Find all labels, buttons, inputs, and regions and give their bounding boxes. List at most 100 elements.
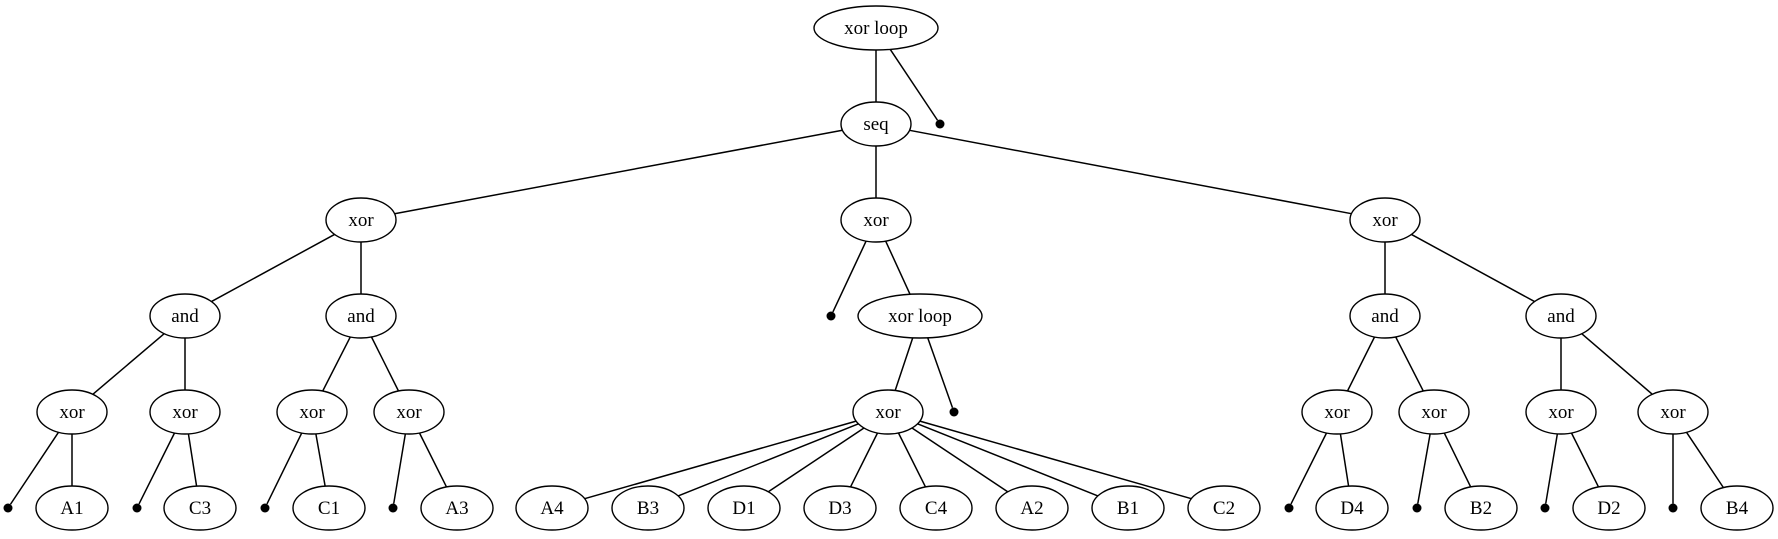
silent-step-dot (1284, 503, 1294, 513)
node-ellipse (840, 101, 912, 147)
operator-node-x7: xor (1525, 389, 1597, 435)
node-label: xor (863, 210, 889, 231)
node-ellipse (707, 485, 781, 531)
operator-node-xorL: xor (325, 197, 397, 243)
edge-x8-B4 (1685, 431, 1725, 489)
node-ellipse (1315, 485, 1389, 531)
node-label: C3 (189, 498, 211, 519)
node-ellipse (373, 389, 445, 435)
node-ellipse (1349, 293, 1421, 339)
operator-node-x5: xor (1301, 389, 1373, 435)
silent-step-dot (132, 503, 142, 513)
silent-step-dot (935, 119, 945, 129)
node-ellipse (35, 485, 109, 531)
operator-node-x6: xor (1398, 389, 1470, 435)
node-label: D2 (1597, 498, 1620, 519)
activity-node-A2: A2 (995, 485, 1069, 531)
edge-x5-t5 (1290, 432, 1328, 505)
activity-node-D4: D4 (1315, 485, 1389, 531)
operator-node-x2: xor (149, 389, 221, 435)
edge-xorL-andL1 (211, 233, 335, 303)
silent-step-dot-mark (1668, 503, 1678, 513)
node-ellipse (1572, 485, 1646, 531)
activity-node-B4: B4 (1700, 485, 1774, 531)
edge-x4-t4 (393, 433, 407, 504)
node-ellipse (420, 485, 494, 531)
edge-x3-C1 (315, 433, 326, 487)
edge-andL2-x3 (322, 336, 351, 392)
node-ellipse (149, 293, 221, 339)
edge-x4-A3 (418, 432, 448, 488)
edge-xm-B1 (917, 423, 1099, 497)
activity-node-C3: C3 (163, 485, 237, 531)
node-label: seq (863, 114, 889, 135)
edge-x5-D4 (1339, 433, 1350, 487)
node-label: D3 (828, 498, 851, 519)
silent-step-dot-mark (3, 503, 13, 513)
node-ellipse (813, 5, 939, 51)
silent-step-dot (949, 407, 959, 417)
node-label: D4 (1340, 498, 1364, 519)
node-ellipse (325, 197, 397, 243)
silent-step-dot (1540, 503, 1550, 513)
edge-andR1-x6 (1395, 336, 1424, 392)
node-label: xor (172, 402, 198, 423)
activity-node-B1: B1 (1091, 485, 1165, 531)
edge-x1-t1 (9, 431, 60, 505)
operator-node-x4: xor (373, 389, 445, 435)
edge-loopM-tau_loop (927, 337, 954, 409)
operator-node-seq: seq (840, 101, 912, 147)
activity-node-B3: B3 (611, 485, 685, 531)
node-label: C4 (925, 498, 948, 519)
node-label: xor loop (844, 18, 908, 39)
silent-step-dot (388, 503, 398, 513)
edge-andR2-x8 (1581, 333, 1653, 395)
edge-xm-B3 (677, 423, 859, 497)
node-label: A4 (540, 498, 564, 519)
operator-node-andL1: and (149, 293, 221, 339)
edge-xorR-andR2 (1411, 233, 1535, 303)
edge-x7-D2 (1570, 432, 1600, 488)
node-ellipse (1301, 389, 1373, 435)
node-label: xor (1421, 402, 1447, 423)
edge-xorM-loopM (885, 240, 911, 295)
node-label: C2 (1213, 498, 1235, 519)
activity-node-A3: A3 (420, 485, 494, 531)
silent-step-dot-mark (388, 503, 398, 513)
edge-x3-t3 (266, 432, 303, 505)
node-ellipse (857, 293, 983, 339)
edge-xm-A4 (584, 420, 857, 500)
operator-node-x3: xor (276, 389, 348, 435)
operator-node-x1: xor (36, 389, 108, 435)
silent-step-dot-mark (1412, 503, 1422, 513)
node-ellipse (995, 485, 1069, 531)
node-ellipse (1637, 389, 1709, 435)
edge-xm-D3 (849, 432, 879, 488)
edge-andL1-x1 (92, 333, 165, 395)
node-label: B2 (1470, 498, 1492, 519)
node-label: xor (348, 210, 374, 231)
node-label: xor (396, 402, 422, 423)
node-ellipse (292, 485, 366, 531)
edge-root-tau_root (889, 48, 939, 121)
node-ellipse (149, 389, 221, 435)
node-ellipse (852, 389, 924, 435)
node-ellipse (1091, 485, 1165, 531)
edge-x2-t2 (138, 432, 176, 505)
silent-step-dot-mark (949, 407, 959, 417)
activity-node-C1: C1 (292, 485, 366, 531)
node-ellipse (1349, 197, 1421, 243)
operator-node-andL2: and (325, 293, 397, 339)
operator-node-loopM: xor loop (857, 293, 983, 339)
node-ellipse (611, 485, 685, 531)
node-ellipse (803, 485, 877, 531)
activity-node-D1: D1 (707, 485, 781, 531)
node-label: D1 (732, 498, 755, 519)
silent-step-dot (260, 503, 270, 513)
node-ellipse (276, 389, 348, 435)
node-ellipse (163, 485, 237, 531)
silent-step-dot-mark (260, 503, 270, 513)
node-label: xor (1324, 402, 1350, 423)
operator-node-x8: xor (1637, 389, 1709, 435)
